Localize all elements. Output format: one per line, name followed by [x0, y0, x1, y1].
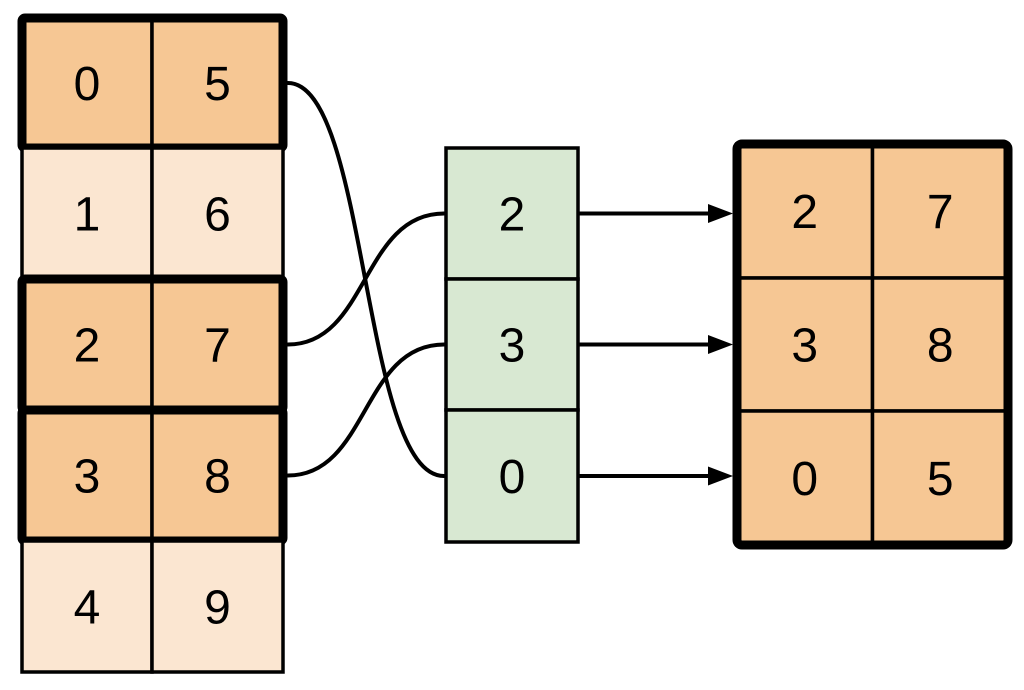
arrow-head-icon [708, 466, 733, 486]
index-column: 2 3 0 [444, 146, 580, 544]
result-row-1: 3 8 [735, 276, 1010, 413]
index-cell-2 [444, 408, 580, 544]
result-cell-value: 0 [791, 453, 818, 506]
source-cell-value: 4 [74, 582, 101, 635]
source-cell-value: 1 [74, 189, 101, 242]
source-cell-r4c0 [20, 539, 154, 674]
arrow-index-0-to-result-row-0 [579, 204, 733, 223]
source-cell-r0c0 [20, 16, 154, 150]
connector-curve-source-row-3-to-index [286, 342, 446, 478]
result-table-outline [732, 139, 1013, 550]
source-cell-r4c1 [150, 539, 285, 674]
source-cell-value: 0 [74, 58, 101, 111]
source-to-index-connectors [286, 81, 446, 478]
arrow-head-icon [708, 335, 733, 354]
result-row-2: 0 5 [735, 409, 1010, 547]
source-row-0: 0 5 [17, 13, 288, 153]
result-cell-r1c0 [735, 276, 875, 413]
source-row-1: 1 6 [20, 146, 285, 281]
index-cell-0 [444, 146, 580, 281]
source-cell-value: 2 [74, 320, 101, 373]
result-table: 2 7 3 8 0 5 [732, 139, 1013, 550]
source-cell-value: 8 [204, 451, 231, 504]
result-cell-value: 3 [791, 320, 818, 373]
result-cell-r2c1 [870, 409, 1010, 547]
index-to-result-arrows [579, 204, 733, 486]
index-cell-value: 2 [499, 189, 526, 242]
result-cell-r2c0 [735, 409, 875, 547]
source-table: 0 5 1 6 2 7 3 8 [17, 13, 288, 674]
source-cell-value: 5 [204, 58, 231, 111]
source-cell-value: 6 [204, 189, 231, 242]
result-cell-value: 8 [927, 320, 954, 373]
result-cell-r1c1 [870, 276, 1010, 413]
source-row-3: 3 8 [17, 405, 288, 546]
index-cell-value: 3 [499, 320, 526, 373]
source-row-4: 4 9 [20, 539, 285, 674]
source-cell-value: 7 [204, 320, 231, 373]
result-cell-value: 5 [927, 453, 954, 506]
arrow-index-1-to-result-row-1 [579, 335, 733, 354]
arrow-head-icon [708, 204, 733, 223]
index-cell-value: 0 [499, 451, 526, 504]
source-cell-value: 3 [74, 451, 101, 504]
source-cell-r1c1 [150, 146, 285, 281]
result-cell-value: 2 [791, 186, 818, 239]
source-cell-value: 9 [204, 582, 231, 635]
arrow-index-2-to-result-row-2 [579, 466, 733, 486]
source-row-2: 2 7 [17, 274, 288, 415]
result-cell-value: 7 [927, 186, 954, 239]
result-row-0: 2 7 [735, 142, 1010, 280]
connector-curve-source-row-2-to-index [286, 211, 446, 347]
